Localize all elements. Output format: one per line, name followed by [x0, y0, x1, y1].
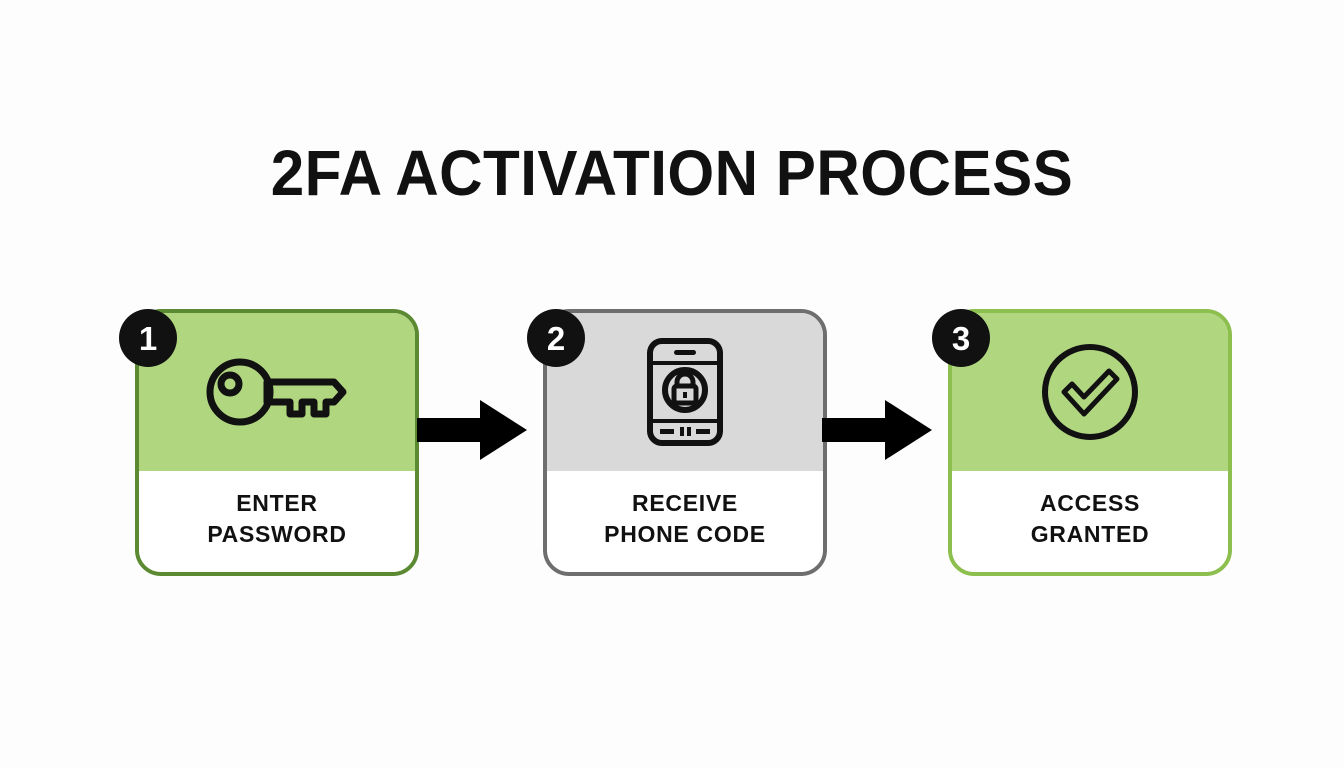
step-3-label-area: ACCESS GRANTED — [952, 471, 1228, 572]
step-1-label-area: ENTER PASSWORD — [139, 471, 415, 572]
step-card-1[interactable]: ENTER PASSWORD — [135, 309, 419, 576]
step-2-label-area: RECEIVE PHONE CODE — [547, 471, 823, 572]
arrow-step2-to-step3 — [822, 400, 932, 460]
step-card-3[interactable]: ACCESS GRANTED — [948, 309, 1232, 576]
step-1-number: 1 — [138, 319, 158, 357]
arrow-right-icon — [822, 400, 932, 460]
step-2-number: 2 — [546, 319, 566, 357]
key-icon — [206, 358, 347, 426]
step-3-number: 3 — [951, 319, 971, 357]
step-2-number-badge: 2 — [527, 309, 585, 367]
arrow-right-icon — [417, 400, 527, 460]
step-1-icon-area — [139, 313, 415, 471]
check-circle-icon — [1042, 344, 1138, 440]
step-1-number-badge: 1 — [119, 309, 177, 367]
page-title: 2FA ACTIVATION PROCESS — [270, 137, 1074, 209]
step-3-number-badge: 3 — [932, 309, 990, 367]
step-1-label: ENTER PASSWORD — [207, 490, 347, 547]
step-card-2[interactable]: RECEIVE PHONE CODE — [543, 309, 827, 576]
step-2-label: RECEIVE PHONE CODE — [604, 490, 766, 547]
step-3-icon-area — [952, 313, 1228, 471]
phone-lock-icon — [647, 338, 723, 446]
arrow-step1-to-step2 — [417, 400, 527, 460]
step-3-label: ACCESS GRANTED — [1030, 490, 1150, 547]
step-2-icon-area — [547, 313, 823, 471]
